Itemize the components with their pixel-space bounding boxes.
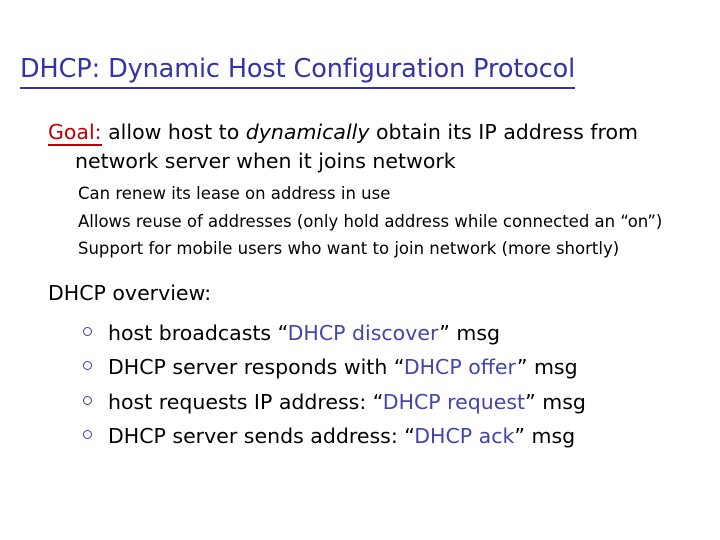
goal-italic-word: dynamically <box>245 120 370 144</box>
goal-text-before-italic: allow host to <box>101 120 246 144</box>
bullet-text-highlight: DHCP offer <box>403 355 517 379</box>
slide-title: DHCP: Dynamic Host Configuration Protoco… <box>20 54 680 89</box>
list-item: host broadcasts “DHCP discover” msg <box>0 316 720 351</box>
bullet-text-highlight: DHCP ack <box>414 424 515 448</box>
goal-label: Goal: <box>48 120 102 146</box>
hollow-circle-bullet-icon <box>83 419 95 454</box>
list-item: Support for mobile users who want to joi… <box>78 239 620 258</box>
bullet-text-prefix: host requests IP address: “ <box>108 389 383 414</box>
goal-sub-point-list: Can renew its lease on address in use Al… <box>0 182 720 261</box>
list-item: Allows reuse of addresses (only hold add… <box>78 211 663 231</box>
list-item: DHCP server responds with “DHCP offer” m… <box>0 350 720 385</box>
slide-body: Goal: allow host to dynamically obtain i… <box>0 118 720 454</box>
overview-bullet-list: host broadcasts “DHCP discover” msg DHCP… <box>0 316 720 454</box>
bullet-text-prefix: DHCP server responds with “ <box>108 355 404 379</box>
bullet-text-suffix: ” msg <box>516 355 578 379</box>
bullet-text-suffix: ” msg <box>514 424 576 448</box>
list-item: Can renew its lease on address in use <box>78 184 391 203</box>
goal-text-after-italic: obtain its IP address from network serve… <box>75 120 638 173</box>
hollow-circle-bullet-icon <box>83 350 95 385</box>
hollow-circle-bullet-icon <box>83 385 95 420</box>
bullet-text-highlight: DHCP discover <box>287 320 440 345</box>
bullet-text-suffix: ” msg <box>439 320 501 345</box>
slide-title-text: DHCP: Dynamic Host Configuration Protoco… <box>20 54 575 89</box>
bullet-text-prefix: DHCP server sends address: “ <box>108 424 415 448</box>
list-item: DHCP server sends address: “DHCP ack” ms… <box>0 419 720 454</box>
bullet-text-prefix: host broadcasts “ <box>108 320 288 345</box>
goal-paragraph-line: Goal: allow host to dynamically obtain i… <box>48 118 680 176</box>
hollow-circle-bullet-icon <box>83 316 95 351</box>
bullet-text-suffix: ” msg <box>525 389 586 414</box>
bullet-text-highlight: DHCP request <box>382 389 526 414</box>
overview-heading: DHCP overview: <box>48 280 212 305</box>
goal-paragraph: Goal: allow host to dynamically obtain i… <box>0 118 720 176</box>
list-item: host requests IP address: “DHCP request”… <box>0 385 720 420</box>
